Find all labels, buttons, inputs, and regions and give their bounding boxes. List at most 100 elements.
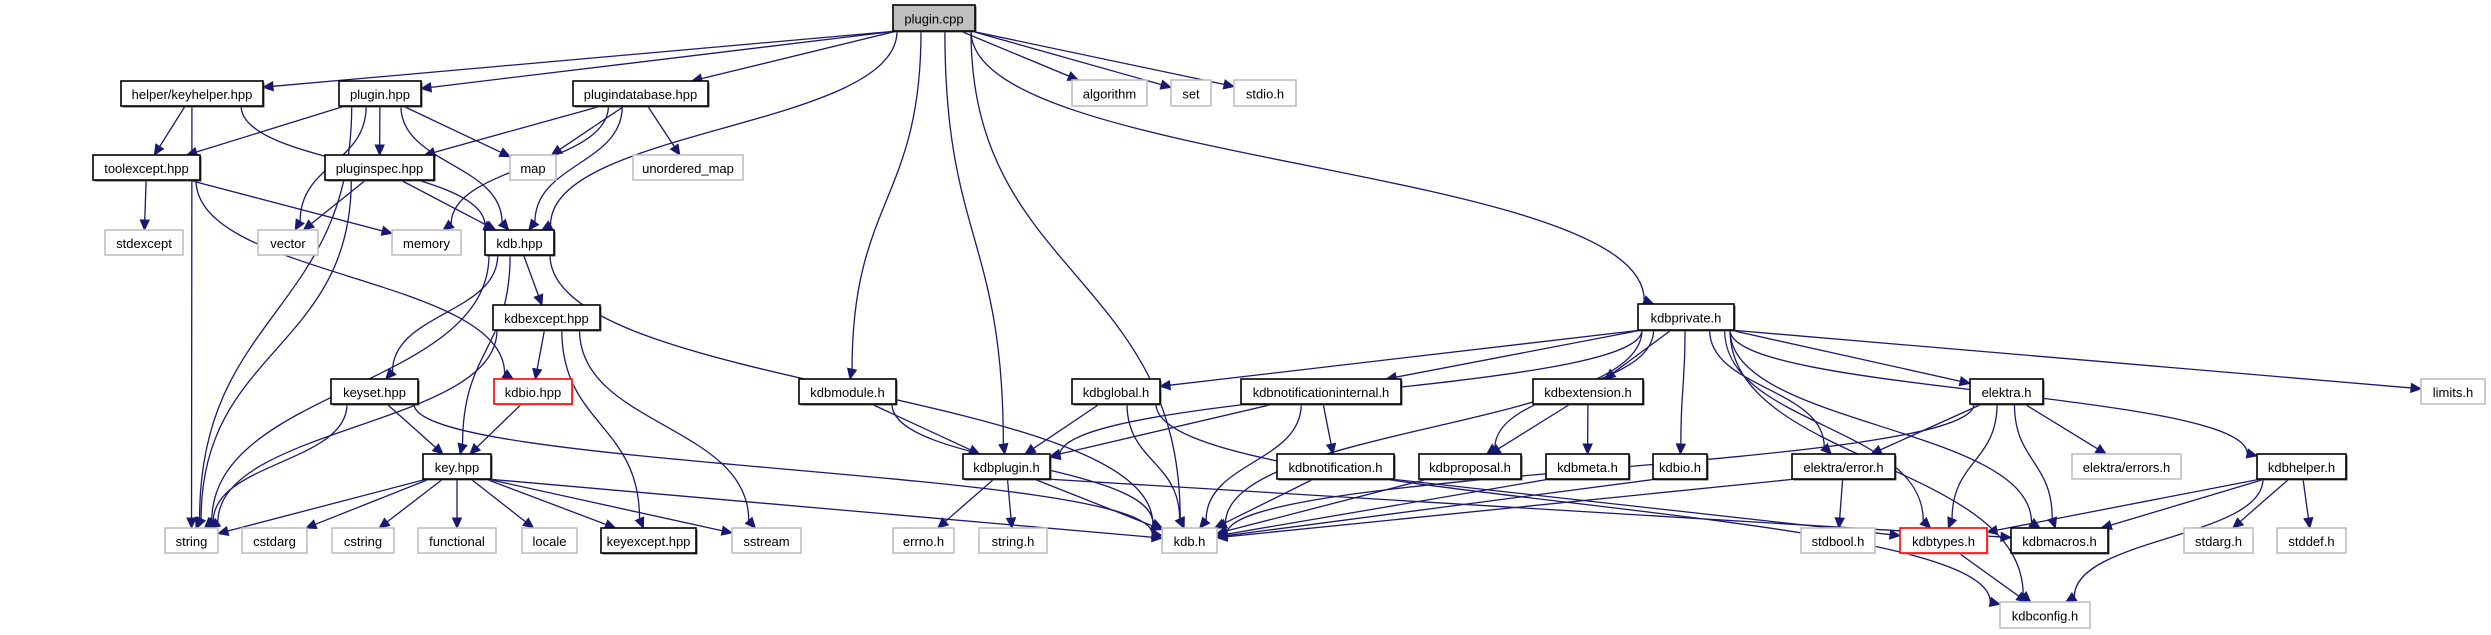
node-box[interactable] — [892, 4, 976, 32]
node-kdbtypes-h[interactable]: kdbtypes.h — [1899, 527, 1989, 555]
node-box[interactable] — [1899, 527, 1988, 554]
node-plugindatabase-hpp[interactable]: plugindatabase.hpp — [572, 80, 710, 108]
edge-line — [386, 403, 436, 448]
edge-kdbprivate-h-to-kdb-h — [1215, 329, 1643, 529]
node-box[interactable] — [2256, 453, 2347, 480]
edge-plugindatabase-hpp-to-pluginspec-hpp — [423, 105, 602, 158]
node-box[interactable] — [1071, 378, 1161, 405]
node-box[interactable] — [1240, 378, 1402, 405]
node-box — [978, 527, 1048, 554]
edge-key-hpp-to-functional — [451, 479, 463, 530]
node-pluginspec-hpp[interactable]: pluginspec.hpp — [324, 154, 436, 182]
edge-line — [461, 254, 511, 445]
node-kdbextension-h[interactable]: kdbextension.h — [1532, 378, 1645, 406]
node-box[interactable] — [2010, 527, 2109, 554]
arrowhead-icon — [720, 525, 734, 536]
node-label: kdbio.hpp — [505, 385, 561, 400]
node-box[interactable] — [1545, 453, 1630, 480]
node-kdbio-h[interactable]: kdbio.h — [1652, 453, 1709, 481]
arrowhead-icon — [374, 144, 385, 157]
node-box[interactable] — [962, 453, 1051, 480]
node-kdbmodule-h[interactable]: kdbmodule.h — [798, 378, 898, 406]
node-box[interactable] — [1791, 453, 1896, 480]
node-label: pluginspec.hpp — [336, 161, 423, 176]
edge-line — [944, 478, 995, 522]
node-box[interactable] — [1969, 378, 2044, 405]
edge-line — [871, 403, 971, 451]
edge-line — [159, 105, 186, 147]
edge-line — [144, 179, 147, 221]
node-kdbnotification-h[interactable]: kdbnotification.h — [1276, 453, 1396, 481]
arrowhead-icon — [1988, 596, 2002, 608]
edge-line — [1226, 478, 1797, 538]
node-box[interactable] — [492, 304, 601, 331]
node-label: toolexcept.hpp — [104, 161, 189, 176]
node-kdb-hpp[interactable]: kdb.hpp — [484, 229, 556, 257]
node-kdbglobal-h[interactable]: kdbglobal.h — [1071, 378, 1162, 406]
node-kdbnotificationinternal-h[interactable]: kdbnotificationinternal.h — [1240, 378, 1403, 406]
node-box[interactable] — [338, 80, 422, 107]
edge-kdbmodule-h-to-kdbplugin-h — [871, 403, 981, 455]
node-box[interactable] — [92, 154, 201, 181]
node-box[interactable] — [422, 453, 492, 480]
node-box — [521, 527, 578, 554]
node-box[interactable] — [1652, 453, 1708, 480]
edge-line — [212, 403, 348, 522]
edge-kdbhelper-h-to-stddef-h — [2302, 478, 2314, 530]
node-toolexcept-hpp[interactable]: toolexcept.hpp — [92, 154, 202, 182]
node-box — [731, 527, 802, 554]
node-key-hpp[interactable]: key.hpp — [422, 453, 493, 481]
node-keyset-hpp[interactable]: keyset.hpp — [330, 378, 420, 406]
arrowhead-icon — [533, 293, 544, 307]
node-box[interactable] — [600, 527, 697, 554]
edge-line — [1708, 329, 1825, 447]
arrowhead-icon — [1005, 517, 1017, 530]
node-plugin-cpp[interactable]: plugin.cpp — [892, 4, 977, 33]
node-kdbexcept-hpp[interactable]: kdbexcept.hpp — [492, 304, 602, 332]
node-kdbproposal-h[interactable]: kdbproposal.h — [1418, 453, 1523, 481]
edge-line — [2239, 478, 2290, 522]
node-plugin-hpp[interactable]: plugin.hpp — [338, 80, 423, 108]
node-box[interactable] — [1532, 378, 1644, 405]
node-kdbio-hpp[interactable]: kdbio.hpp — [493, 378, 574, 406]
node-label: kdbconfig.h — [2012, 609, 2079, 624]
node-kdbmeta-h[interactable]: kdbmeta.h — [1545, 453, 1631, 481]
edge-line — [944, 30, 1004, 445]
node-box[interactable] — [120, 80, 264, 107]
node-kdbprivate-h[interactable]: kdbprivate.h — [1637, 303, 1736, 332]
node-kdbplugin-h[interactable]: kdbplugin.h — [962, 453, 1052, 481]
node-label: cstdarg — [253, 534, 296, 549]
node-label: kdbproposal.h — [1429, 460, 1511, 475]
node-keyexcept-hpp[interactable]: keyexcept.hpp — [600, 527, 698, 555]
node-box[interactable] — [484, 229, 555, 256]
edge-key-hpp-to-cstring — [378, 478, 444, 529]
edge-line — [1226, 478, 1551, 535]
node-elektra-h[interactable]: elektra.h — [1969, 378, 2045, 406]
node-kdbmacros-h[interactable]: kdbmacros.h — [2010, 527, 2110, 555]
node-box — [391, 229, 462, 256]
edge-line — [402, 105, 502, 153]
node-string-h: string.h — [978, 527, 1048, 554]
node-box[interactable] — [324, 154, 435, 181]
arrowhead-icon — [1213, 518, 1227, 529]
arrowhead-icon — [216, 525, 230, 537]
node-helper-keyhelper-hpp[interactable]: helper/keyhelper.hpp — [120, 80, 265, 108]
node-box[interactable] — [493, 378, 573, 405]
edge-plugindatabase-hpp-to-map — [550, 105, 625, 156]
node-label: kdbnotification.h — [1289, 460, 1383, 475]
node-box[interactable] — [1276, 453, 1395, 480]
edge-line — [1322, 403, 1332, 445]
node-elektra-error-h[interactable]: elektra/error.h — [1791, 453, 1897, 481]
node-kdbhelper-h[interactable]: kdbhelper.h — [2256, 453, 2348, 481]
edge-line — [1033, 403, 1100, 449]
node-box[interactable] — [572, 80, 709, 107]
edge-line — [1612, 329, 1672, 374]
node-box[interactable] — [1418, 453, 1522, 480]
node-box[interactable] — [798, 378, 897, 405]
node-box[interactable] — [1637, 303, 1735, 331]
edges-layer — [139, 30, 2423, 608]
edge-plugin-cpp-to-plugin-hpp — [419, 30, 898, 93]
edge-line — [1729, 329, 1961, 382]
node-box — [241, 527, 308, 554]
node-box[interactable] — [330, 378, 419, 405]
